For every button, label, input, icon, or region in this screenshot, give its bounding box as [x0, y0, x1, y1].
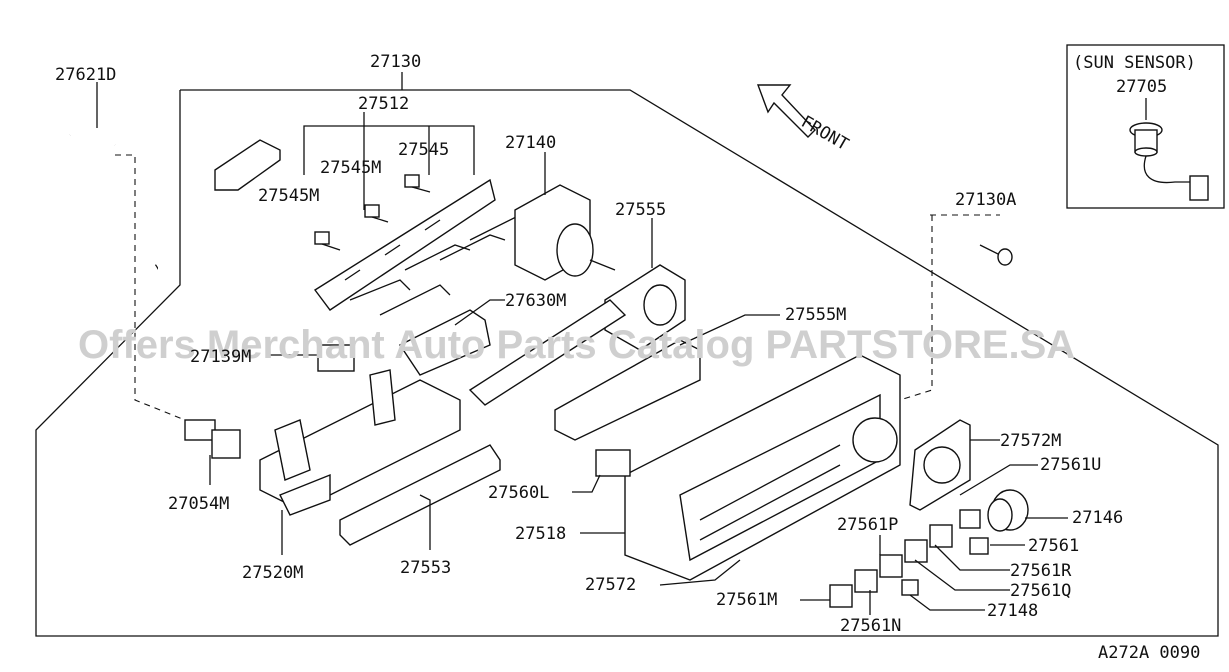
bracket-part — [214, 139, 281, 191]
hose-27621D — [63, 122, 165, 276]
diagram-code: A272A 0090 — [1098, 643, 1200, 663]
housing-27520M — [259, 369, 461, 516]
label-27555M: 27555M — [785, 305, 846, 325]
motor-27140 — [514, 184, 616, 281]
knob-27146 — [987, 489, 1029, 532]
label-27555: 27555 — [615, 200, 666, 220]
label-27561U: 27561U — [1040, 455, 1101, 475]
label-27561N: 27561N — [840, 616, 901, 636]
label-27561R: 27561R — [1010, 561, 1072, 581]
screws-27545 — [314, 174, 431, 251]
watermark: Offers Merchant Auto Parts Catalog PARTS… — [78, 323, 1075, 367]
label-27572: 27572 — [585, 575, 636, 595]
panel-27512 — [313, 178, 496, 311]
label-27561M: 27561M — [716, 590, 777, 610]
label-27545: 27545 — [398, 140, 449, 160]
label-27572M: 27572M — [1000, 431, 1061, 451]
assembly-outline — [35, 89, 1219, 637]
label-27561: 27561 — [1028, 536, 1079, 556]
buttons — [829, 509, 989, 608]
label-27545M-a: 27545M — [320, 158, 381, 178]
front-label: FRONT — [798, 112, 852, 155]
label-27545M-b: 27545M — [258, 186, 319, 206]
sun-sensor-title: (SUN SENSOR) — [1073, 53, 1196, 73]
label-27560L: 27560L — [488, 483, 549, 503]
connector-27139M — [317, 344, 355, 372]
sun-sensor-part — [1129, 98, 1209, 201]
control-unit-27518 — [624, 354, 901, 581]
front-arrow-icon — [756, 84, 816, 138]
connector-27560L — [595, 449, 631, 477]
label-27146: 27146 — [1072, 508, 1123, 528]
sun-sensor-box — [1066, 44, 1225, 209]
sun-sensor-part-label: 27705 — [1116, 77, 1167, 97]
label-27130A: 27130A — [955, 190, 1016, 210]
label-27561P: 27561P — [837, 515, 898, 535]
label-27148: 27148 — [987, 601, 1038, 621]
screw-27130A — [979, 244, 1013, 266]
label-27520M: 27520M — [242, 563, 303, 583]
label-27561Q: 27561Q — [1010, 581, 1071, 601]
label-27630M: 27630M — [505, 291, 566, 311]
cables — [349, 214, 531, 316]
label-27054M: 27054M — [168, 494, 229, 514]
label-27139M: 27139M — [190, 347, 251, 367]
label-27130: 27130 — [370, 52, 421, 72]
plate-27572M — [909, 419, 971, 511]
label-27512: 27512 — [358, 94, 409, 114]
label-27518: 27518 — [515, 524, 566, 544]
label-27553: 27553 — [400, 558, 451, 578]
connector-27054M — [184, 419, 241, 459]
slide-27555M — [554, 339, 701, 441]
label-27621D: 27621D — [55, 65, 116, 85]
plate-27555 — [468, 264, 686, 406]
label-27140: 27140 — [505, 133, 556, 153]
